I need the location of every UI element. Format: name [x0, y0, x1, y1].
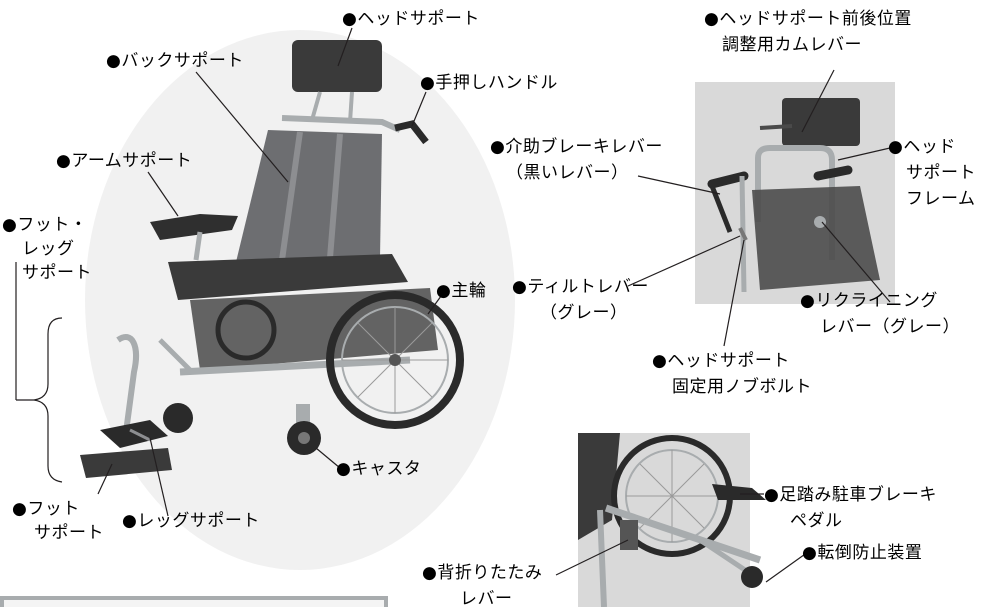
label-foot-brake-1: ●足踏み駐車ブレーキ [764, 484, 937, 505]
label-footrest-1: ●フット [12, 499, 80, 519]
label-knob-2: 固定用ノブボルト [672, 376, 812, 397]
label-foot-leg-support-1: ●フット・ [2, 215, 87, 235]
label-fold-lever-1: ●背折りたたみ [422, 563, 542, 583]
main-wheel-graphic [326, 291, 464, 429]
label-armrest: ●アームサポート [56, 151, 192, 171]
detail-photo-back [695, 82, 895, 304]
label-recline-1: ●リクライニング [800, 291, 938, 311]
label-main-wheel: ●主輪 [436, 281, 486, 301]
labels: ●ヘッドサポート ●バックサポート ●手押しハンドル ●アームサポート ●フット… [2, 9, 976, 607]
label-headrest-cam-2: 調整用カムレバー [722, 35, 862, 55]
seat-cushion [168, 254, 408, 300]
label-headrest-frame-2: サポート [906, 163, 976, 183]
label-assist-brake-2: （黒いレバー） [506, 163, 629, 183]
info-panel-edge [0, 596, 388, 607]
caster-graphic [163, 403, 321, 455]
label-assist-brake-1: ●介助ブレーキレバー [490, 136, 663, 157]
label-headrest: ●ヘッドサポート [342, 9, 480, 29]
main-wheelchair-photo [80, 30, 515, 570]
label-fold-lever-2: レバー [460, 589, 513, 607]
detail-photo-rear [578, 433, 766, 607]
label-legrest: ●レッグサポート [122, 511, 260, 531]
label-tilt-1: ●ティルトレバー [512, 277, 649, 297]
headrest-pad [292, 40, 382, 92]
label-anti-tip: ●転倒防止装置 [802, 543, 922, 563]
label-push-handle: ●手押しハンドル [420, 73, 558, 93]
label-headrest-cam-1: ●ヘッドサポート前後位置 [704, 9, 912, 29]
foot-leg-support-graphic [80, 334, 172, 478]
label-footrest-2: サポート [34, 523, 104, 543]
label-backrest: ●バックサポート [106, 51, 244, 71]
label-foot-leg-support-2: レッグ [22, 239, 75, 259]
footplate [80, 448, 172, 478]
armrest-pad [150, 214, 238, 240]
label-foot-brake-2: ペダル [790, 511, 843, 531]
label-headrest-frame-1: ●ヘッド [888, 137, 956, 157]
label-recline-2: レバー（グレー） [820, 317, 960, 337]
label-knob-1: ●ヘッドサポート [652, 351, 790, 371]
label-headrest-frame-3: フレーム [906, 189, 976, 209]
label-caster: ●キャスタ [336, 459, 421, 479]
label-foot-leg-support-3: サポート [22, 263, 92, 283]
leader-lines [15, 27, 891, 583]
label-tilt-2: （グレー） [540, 303, 628, 323]
